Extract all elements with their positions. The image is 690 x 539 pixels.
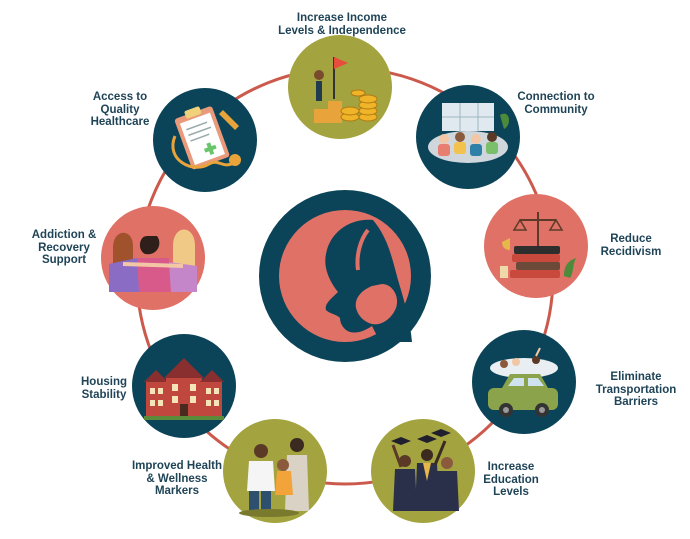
community-gathering-icon (428, 103, 509, 163)
label-recidivism: Reduce Recidivism (596, 233, 666, 258)
node-community (416, 85, 520, 189)
doctor-family-icon (239, 438, 309, 517)
label-addiction-line-2: Recovery (38, 241, 90, 254)
label-income-line-1: Increase Income (296, 12, 388, 24)
label-education-line-2: Education (483, 473, 539, 486)
label-transportation-line-2: Transportation (595, 383, 677, 396)
label-transportation-line-1: Eliminate (610, 371, 662, 383)
label-healthcare-line-3: Healthcare (90, 116, 150, 128)
node-healthcare (153, 88, 257, 192)
center-node (259, 190, 431, 362)
label-health-line-1: Improved Health (131, 460, 223, 472)
node-education (371, 419, 475, 523)
node-transportation (472, 330, 576, 434)
label-transportation-line-3: Barriers (613, 396, 659, 408)
graduates-icon (391, 429, 459, 511)
label-income-line-2: Levels & Independence (278, 24, 406, 37)
node-recidivism (484, 194, 588, 298)
label-education: Increase Education Levels (472, 461, 550, 499)
label-community-line-2: Community (524, 103, 588, 116)
career-growth-coins-icon (314, 57, 378, 123)
woman-child-silhouette-icon (325, 219, 412, 342)
label-healthcare-line-2: Quality (100, 103, 140, 116)
label-health-line-3: Markers (154, 485, 200, 497)
label-health: Improved Health & Wellness Markers (124, 460, 230, 498)
law-books-scales-icon (500, 212, 576, 278)
label-healthcare: Access to Quality Healthcare (80, 91, 160, 129)
label-housing-line-1: Housing (81, 376, 127, 388)
label-education-line-1: Increase (487, 461, 535, 473)
label-recidivism-line-1: Reduce (610, 233, 652, 245)
label-healthcare-line-1: Access to (92, 91, 148, 103)
label-transportation: Eliminate Transportation Barriers (584, 371, 688, 409)
node-health (223, 419, 327, 523)
label-community-line-1: Connection to (517, 91, 595, 103)
label-housing: Housing Stability (72, 376, 136, 401)
label-education-line-3: Levels (493, 486, 529, 498)
node-addiction (101, 206, 205, 310)
label-addiction: Addiction & Recovery Support (22, 229, 106, 267)
clipboard-stethoscope-icon (171, 106, 241, 170)
label-housing-line-2: Stability (81, 388, 127, 401)
label-recidivism-line-2: Recidivism (600, 245, 662, 258)
node-housing (132, 334, 236, 438)
label-health-line-2: & Wellness (146, 472, 208, 485)
node-income (288, 35, 392, 139)
support-group-hug-icon (109, 229, 197, 292)
houses-icon (144, 358, 224, 420)
label-income: Increase Income Levels & Independence (262, 12, 422, 37)
label-addiction-line-1: Addiction & (31, 229, 97, 241)
car-travel-icon (488, 347, 558, 417)
label-community: Connection to Community (504, 91, 608, 116)
label-addiction-line-3: Support (41, 254, 87, 266)
